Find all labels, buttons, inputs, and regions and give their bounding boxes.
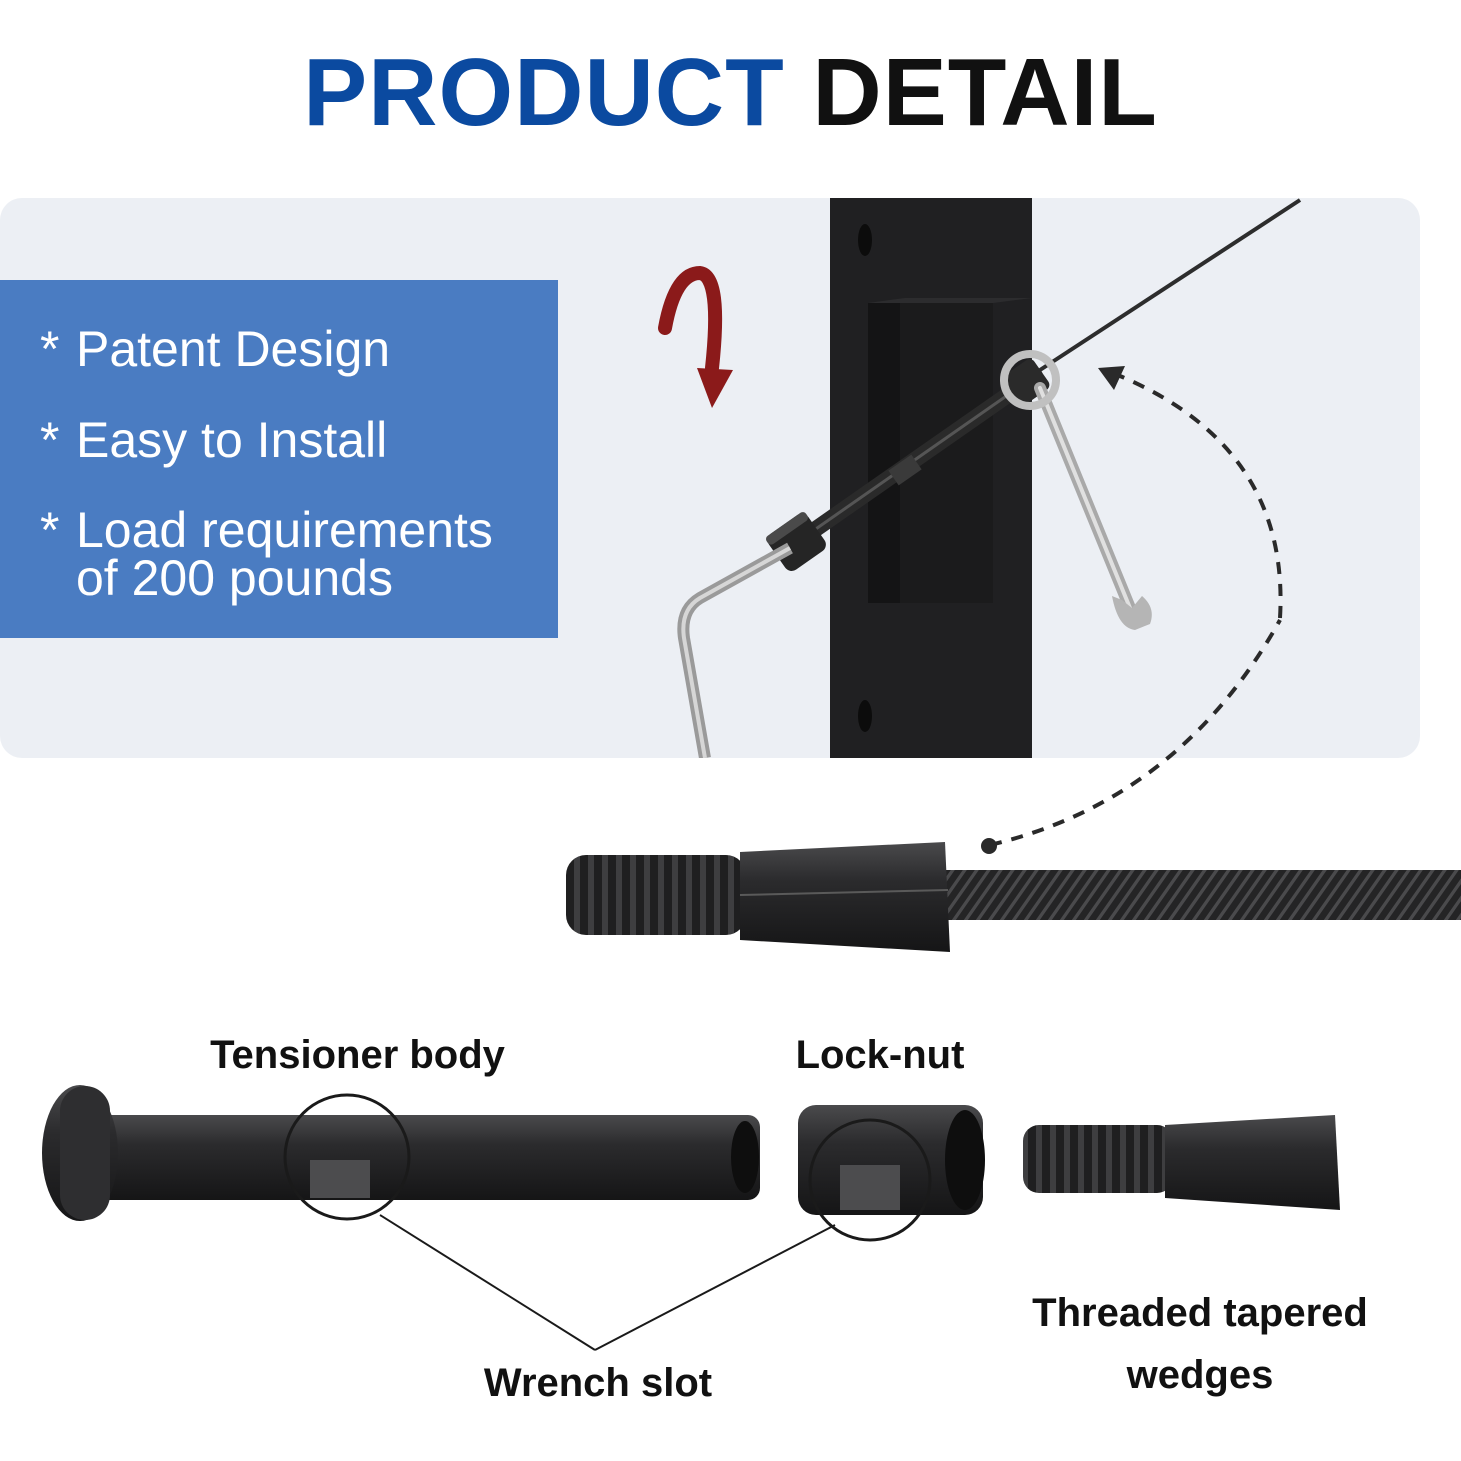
lock-nut-illustration — [798, 1105, 985, 1215]
rotate-arrow-icon — [658, 265, 733, 408]
label-threaded-wedges-line2: wedges — [1126, 1353, 1274, 1397]
installation-illustration — [658, 198, 1302, 758]
threaded-wedge-illustration — [1023, 1115, 1340, 1210]
feature-item: * Load requirements of 200 pounds — [40, 502, 546, 606]
feature-item: * Patent Design — [40, 321, 546, 377]
feature-text: Easy to Install — [76, 412, 388, 468]
feature-text: Load requirements of 200 pounds — [76, 502, 493, 606]
wrench-slot-zoom-circle — [808, 1118, 932, 1242]
feature-text: Patent Design — [76, 321, 391, 377]
dashed-arrow-upper — [1119, 374, 1283, 619]
label-wrench-slot: Wrench slot — [483, 1361, 713, 1405]
feature-item: * Easy to Install — [40, 412, 546, 468]
page-title: PRODUCT DETAIL — [0, 40, 1461, 146]
pointer-line — [594, 1224, 836, 1351]
feature-bullet: * — [40, 502, 60, 558]
title-product: PRODUCT — [303, 39, 785, 146]
dashed-arrow-dot — [981, 838, 997, 854]
wrench-slot-zoom-circle — [283, 1093, 411, 1221]
dashed-arrow-lower — [989, 619, 1282, 847]
label-tensioner-body: Tensioner body — [210, 1033, 505, 1077]
label-threaded-wedges-line1: Threaded tapered — [1032, 1291, 1368, 1335]
wrench-icon — [1000, 350, 1152, 630]
feature-bullet: * — [40, 412, 60, 468]
feature-bullet: * — [40, 321, 60, 377]
pointer-line — [379, 1214, 596, 1351]
tensioner-body-illustration — [42, 1085, 760, 1221]
features-box: * Patent Design * Easy to Install * Load re… — [0, 280, 558, 638]
label-lock-nut: Lock-nut — [795, 1033, 965, 1077]
title-detail: DETAIL — [812, 39, 1158, 146]
cable-line — [1038, 198, 1302, 372]
cable-with-wedge — [566, 842, 1461, 952]
